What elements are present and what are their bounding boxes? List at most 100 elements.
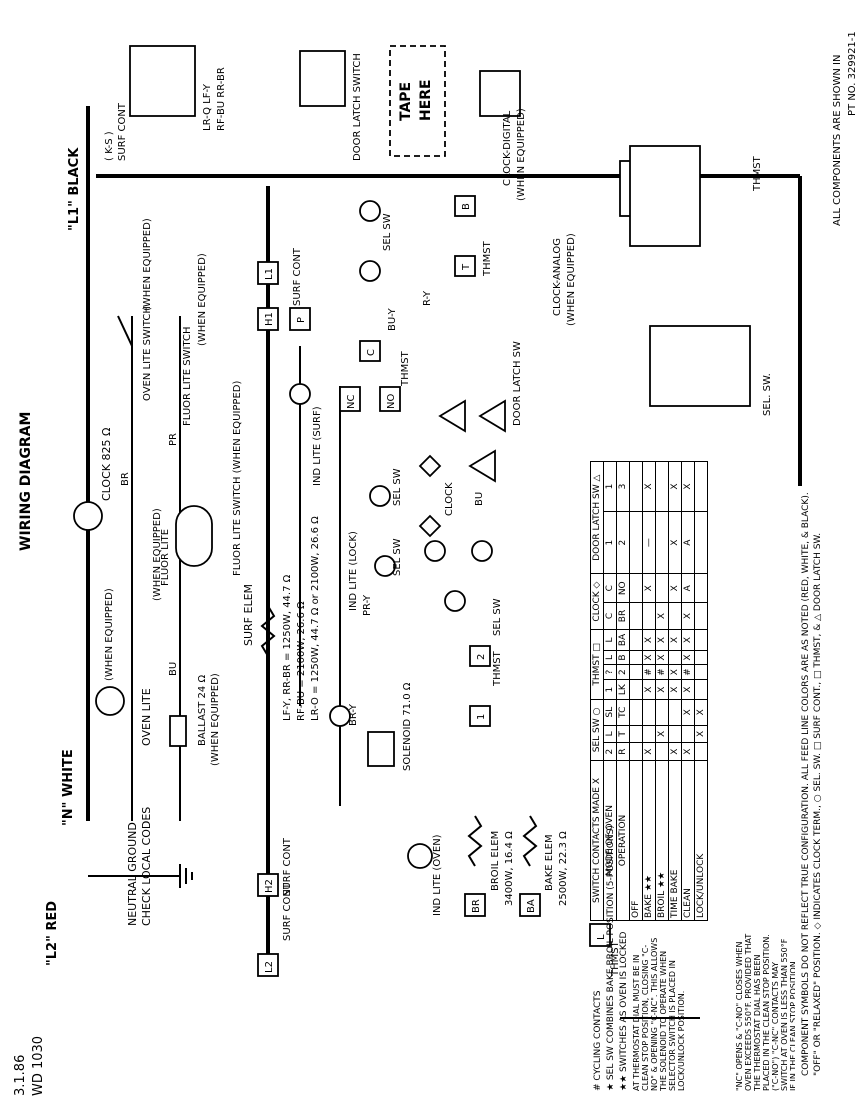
table-cell: X <box>642 650 656 665</box>
table-cell <box>694 602 708 630</box>
table-cell <box>629 602 643 630</box>
wire-bu-1: BU <box>168 662 179 676</box>
table-group-header: THMST □ <box>590 629 604 700</box>
clock-825-label: CLOCK 825 Ω <box>100 428 113 501</box>
footer-code: WD 1030 <box>31 1036 46 1096</box>
term-l2: L2 <box>264 961 275 973</box>
table-col-header: B <box>616 650 630 665</box>
table-cell: — <box>642 511 656 574</box>
table-cell <box>694 679 708 700</box>
term-no: NO <box>386 394 397 409</box>
wire-pr-1: PR <box>168 433 179 446</box>
table-col-header: 2 <box>616 511 630 574</box>
table-col-header: SL <box>603 699 617 726</box>
neutral-ground-label: NEUTRAL GROUND <box>126 822 139 926</box>
table-row-mode: BROIL ★★ <box>655 760 669 921</box>
table-cell <box>694 461 708 512</box>
wire-br-1: BR <box>120 472 131 486</box>
table-cell: # <box>642 664 656 680</box>
sel-sw-r-circle <box>471 540 493 562</box>
table-cell: X <box>668 573 682 603</box>
table-cell <box>694 650 708 665</box>
broil-val-label: 3400W, 16.4 Ω <box>504 831 515 906</box>
term-h2-box <box>257 873 279 897</box>
table-col-header: 2 <box>616 664 630 680</box>
table-cell <box>629 699 643 726</box>
rfbu-label: RF-BU RR-BR <box>216 67 227 131</box>
table-row-mode: TIME BAKE <box>668 760 682 921</box>
table-cell: X <box>642 573 656 603</box>
fluor-lite-label: FLUOR LITE <box>160 529 171 586</box>
table-cell <box>694 742 708 761</box>
n-label: "N" WHITE <box>61 749 76 826</box>
table-cell <box>629 650 643 665</box>
table-cell <box>642 699 656 726</box>
table-cell: A <box>681 511 695 574</box>
clock-motor-symbol <box>73 501 103 531</box>
table-row: OFF <box>629 461 643 921</box>
clock-term-diamond-2 <box>418 454 442 478</box>
tape-here-box <box>389 45 446 157</box>
term-nc-box <box>339 386 361 412</box>
table-corner: SWITCH CONTACTS MADE X <box>590 760 604 921</box>
surf-elem-label: SURF ELEM <box>242 584 255 646</box>
table-cell <box>629 679 643 700</box>
table-cell <box>694 664 708 680</box>
term-l1-box <box>257 261 279 285</box>
wire-bu-y-1: BU-Y <box>387 307 398 331</box>
thmst-label-2: THMST <box>492 650 503 687</box>
table-cell <box>629 511 643 574</box>
here-label: HERE <box>418 79 434 121</box>
table-col-header: 2 <box>603 742 617 761</box>
ind-lite-lock-bulb <box>329 705 351 727</box>
table-cell <box>681 725 695 743</box>
ind-lite-oven-label: IND LITE (OVEN) <box>432 834 443 916</box>
surf-vals-3: LR-O = 1250W, 44.7 Ω or 2100W, 26.6 Ω <box>310 516 321 721</box>
table-cell: X <box>681 602 695 630</box>
note-3: AT THERMOSTAT DIAL MUST BE IN CLEAN STOP… <box>632 937 686 1091</box>
table-cell: X <box>681 461 695 512</box>
sel-sw-l-circle <box>359 200 381 222</box>
table-cell: X <box>681 699 695 726</box>
term-ba: BA <box>526 899 537 913</box>
table-cell: X <box>642 679 656 700</box>
sel-sw-block <box>649 325 751 407</box>
clock-term-diamond-1 <box>418 514 442 538</box>
term-br-box <box>464 893 486 917</box>
table-cell <box>655 461 669 512</box>
note-1: ★ SEL SW COMBINES BAKE-BROIL POSITION (5… <box>606 825 616 1091</box>
term-l: L <box>596 934 607 940</box>
bottom-note-1: "OFF" OR "RELAXED" POSITION. ◇ INDICATES… <box>813 532 823 1076</box>
ballast-symbol <box>169 715 187 747</box>
door-latch-switch-label: DOOR LATCH SWITCH <box>352 53 363 161</box>
table-col-header: 1 <box>603 679 617 700</box>
surf-cont-label-a: SURF CONT <box>282 882 293 941</box>
bottom-note-0: COMPONENT SYMBOLS DO NOT REFLECT TRUE CO… <box>801 492 811 1076</box>
term-h1-box <box>257 307 279 331</box>
clock-analog-we: (WHEN EQUIPPED) <box>566 233 577 326</box>
table-cell: X <box>655 650 669 665</box>
diagram-title: WIRING DIAGRAM <box>18 412 34 551</box>
table-col-header: NO <box>616 573 630 603</box>
fluor-lite-switch-we-2: FLUOR LITE SWITCH (WHEN EQUIPPED) <box>232 381 243 576</box>
term-br: BR <box>471 899 482 913</box>
term-2: 2 <box>476 654 487 660</box>
table-cell: X <box>642 461 656 512</box>
table-cell: X <box>668 511 682 574</box>
notes-block: # CYCLING CONTACTS ★ SEL SW COMBINES BAK… <box>593 825 795 1091</box>
door-latch-triangle-3 <box>478 399 506 433</box>
table-col-header: C <box>603 573 617 603</box>
sel-sw-label-3: SEL SW <box>392 468 403 506</box>
table-col-header: BA <box>616 629 630 651</box>
table-row-mode: BAKE ★★ <box>642 760 656 921</box>
table-cell <box>655 573 669 603</box>
term-nc: NC <box>346 395 357 409</box>
table-group-header: CLOCK ◇ <box>590 573 604 630</box>
term-b: B <box>461 203 472 210</box>
term-l2-box <box>257 953 279 977</box>
sel-sw-label-4: SEL SW <box>382 213 393 251</box>
table-cell: X <box>655 602 669 630</box>
